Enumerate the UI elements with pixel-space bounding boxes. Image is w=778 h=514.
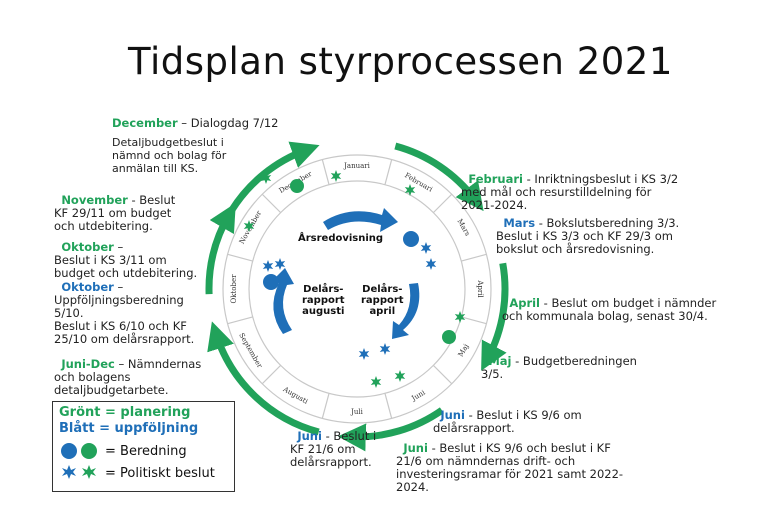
wheel-divider bbox=[227, 253, 253, 262]
annotation-december-heading: December bbox=[112, 116, 178, 130]
annotation-juni-delarsrapport-heading: Juni bbox=[440, 408, 465, 422]
annotation-november-heading: November bbox=[61, 193, 128, 207]
politiskt-beslut-blue-star-icon bbox=[425, 258, 437, 270]
politiskt-beslut-blue-star-icon bbox=[379, 343, 391, 355]
annotation-maj: Maj - Budgetberedningen 3/5. bbox=[481, 342, 637, 381]
annotation-juni-ramar: Juni - Beslut i KS 9/6 och beslut i KF 2… bbox=[396, 429, 623, 494]
annotation-februari-heading: Februari bbox=[468, 172, 523, 186]
politiskt-beslut-green-star-icon bbox=[330, 170, 342, 182]
politiskt-beslut-blue-star-icon bbox=[274, 258, 286, 270]
annotation-oktober-uppfoljning: Oktober – Uppföljningsberedning 5/10. Be… bbox=[54, 268, 194, 346]
annotation-mars-text: - Bokslutsberedning 3/3. Beslut i KS 3/3… bbox=[496, 216, 680, 256]
annotation-oktober-uppfoljning-text: – Uppföljningsberedning 5/10. Beslut i K… bbox=[54, 280, 195, 346]
month-label-oktober: Oktober bbox=[230, 274, 238, 304]
annotation-juni-ramar-text: - Beslut i KS 9/6 och beslut i KF 21/6 o… bbox=[396, 441, 624, 494]
politiskt-beslut-green-star-icon bbox=[404, 184, 416, 196]
legend-symbols bbox=[61, 443, 97, 479]
annotation-juni-delarsrapport: Juni - Beslut i KS 9/6 om delårsrapport. bbox=[433, 396, 582, 435]
politiskt-beslut-green-star-icon bbox=[394, 370, 406, 382]
annotation-december: December – Dialogdag 7/12 bbox=[112, 117, 278, 130]
wheel-divider bbox=[461, 253, 487, 262]
arsredovisning-label: Årsredovisning bbox=[298, 233, 384, 244]
arsredovisning-arrow bbox=[323, 208, 398, 232]
wheel-divider bbox=[321, 159, 330, 185]
politiskt-beslut-blue-star-icon bbox=[262, 260, 274, 272]
annotation-maj-heading: Maj bbox=[488, 354, 512, 368]
annotation-oktober-budget-heading: Oktober bbox=[61, 240, 114, 254]
wheel-divider bbox=[384, 159, 393, 185]
annotation-december-text: – Dialogdag 7/12 bbox=[177, 116, 279, 130]
annotation-mars-heading: Mars bbox=[503, 216, 536, 230]
legend-blue-circle-icon bbox=[61, 443, 77, 459]
cycle-arrow-4 bbox=[337, 407, 444, 452]
annotation-juni-delarsrapport-text: - Beslut i KS 9/6 om delårsrapport. bbox=[433, 408, 582, 435]
annotation-mars: Mars - Bokslutsberedning 3/3. Beslut i K… bbox=[496, 204, 679, 256]
legend-green-planering: Grönt = planering bbox=[59, 405, 191, 420]
wheel-divider bbox=[261, 193, 282, 214]
annotation-april-text: - Beslut om budget i nämnder och kommuna… bbox=[502, 296, 717, 323]
annotation-juni-kf-heading: Juni bbox=[297, 429, 322, 443]
annotation-december-detail: Detaljbudgetbeslut i nämnd och bolag för… bbox=[112, 136, 227, 175]
annotation-februari: Februari - Inriktningsbeslut i KS 3/2 me… bbox=[461, 160, 678, 212]
cycle-arrow-3 bbox=[481, 262, 509, 371]
cycle-arrow-5 bbox=[207, 321, 320, 436]
annotation-oktober-uppfoljning-heading: Oktober bbox=[61, 280, 114, 294]
legend-beredning-label: = Beredning bbox=[105, 444, 187, 459]
annotation-februari-text: - Inriktningsbeslut i KS 3/2 med mål och… bbox=[461, 172, 679, 212]
cycle-arrow-1 bbox=[228, 141, 320, 213]
annotation-juni-dec-heading: Juni-Dec bbox=[61, 357, 115, 371]
annotation-juni-ramar-heading: Juni bbox=[403, 441, 428, 455]
beredning-green-circle-icon bbox=[290, 179, 304, 193]
month-label-januari: Januari bbox=[343, 162, 371, 170]
beredning-blue-circle-icon bbox=[403, 231, 419, 247]
wheel-divider bbox=[432, 193, 453, 214]
beredning-blue-circle-icon bbox=[263, 274, 279, 290]
politiskt-beslut-blue-star-icon bbox=[358, 348, 370, 360]
annotation-oktober-budget-text: – Beslut i KS 3/11 om budget och utdebit… bbox=[54, 240, 198, 280]
legend-politiskt-beslut-label: = Politiskt beslut bbox=[105, 466, 215, 481]
delarsrapport-augusti-arrow bbox=[272, 268, 294, 334]
annotation-november-text: - Beslut KF 29/11 om budget och utdebite… bbox=[54, 193, 176, 233]
politiskt-beslut-green-star-icon bbox=[260, 172, 272, 184]
annotation-april: April - Beslut om budget i nämnder och k… bbox=[502, 284, 716, 323]
legend-green-star-icon bbox=[82, 465, 96, 479]
politiskt-beslut-blue-star-icon bbox=[420, 242, 432, 254]
delarsrapport-april-label: Delårs- rapport april bbox=[361, 284, 404, 317]
annotation-juni-dec-text: – Nämndernas och bolagens detaljbudgetar… bbox=[54, 357, 202, 397]
politiskt-beslut-green-star-icon bbox=[454, 311, 466, 323]
page-title: Tidsplan styrprocessen 2021 bbox=[128, 40, 673, 83]
legend-blue-star-icon bbox=[62, 465, 76, 479]
cycle-arrow-6 bbox=[205, 202, 236, 295]
wheel-divider bbox=[384, 393, 393, 419]
annotation-oktober-budget: Oktober – Beslut i KS 3/11 om budget och… bbox=[54, 228, 197, 280]
annotation-maj-text: - Budgetberedningen 3/5. bbox=[481, 354, 637, 381]
cycle-arrow-2 bbox=[394, 142, 484, 212]
wheel-divider bbox=[321, 393, 330, 419]
wheel-divider bbox=[261, 364, 282, 385]
annotation-juni-kf-text: - Beslut i KF 21/6 om delårsrapport. bbox=[290, 429, 377, 469]
legend-blue-uppfoljning: Blått = uppföljning bbox=[59, 421, 199, 436]
politiskt-beslut-green-star-icon bbox=[243, 220, 255, 232]
month-label-juli: Juli bbox=[350, 408, 364, 416]
wheel-divider bbox=[432, 364, 453, 385]
annotation-november: November - Beslut KF 29/11 om budget och… bbox=[54, 181, 175, 233]
annotation-juni-dec: Juni-Dec – Nämndernas och bolagens detal… bbox=[54, 345, 201, 397]
delarsrapport-april-arrow bbox=[392, 283, 420, 339]
legend-green-circle-icon bbox=[81, 443, 97, 459]
annotation-april-heading: April bbox=[509, 296, 540, 310]
wheel-divider bbox=[461, 316, 487, 325]
month-label-april: April bbox=[476, 279, 484, 298]
delarsrapport-augusti-label: Delårs- rapport augusti bbox=[302, 284, 345, 317]
politiskt-beslut-green-star-icon bbox=[370, 376, 382, 388]
legend-box: Grönt = planering Blått = uppföljning = … bbox=[52, 401, 235, 492]
annotation-juni-kf: Juni - Beslut i KF 21/6 om delårsrapport… bbox=[290, 417, 376, 469]
beredning-green-circle-icon bbox=[442, 330, 456, 344]
